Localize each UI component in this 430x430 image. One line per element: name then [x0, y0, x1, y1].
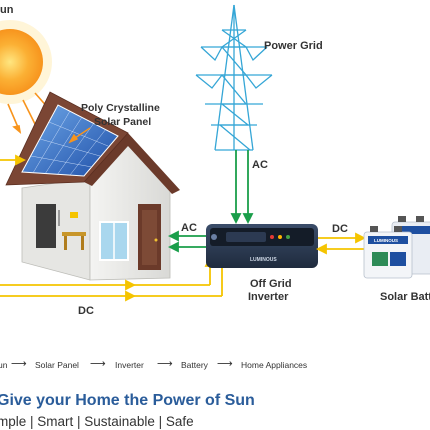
- energy-flow: un ⟶ Solar Panel ⟶ Inverter ⟶ Battery ⟶ …: [0, 357, 430, 375]
- inverter: LUMINOUS: [206, 224, 318, 268]
- dc-battery-wires: [315, 232, 367, 255]
- solar-panel-label-line2: Solar Panel: [94, 116, 151, 128]
- flow-step-panel: Solar Panel: [35, 360, 79, 370]
- house: [5, 91, 180, 281]
- sun-label: un: [0, 4, 14, 16]
- flow-step-sun: un: [0, 360, 8, 370]
- ac-house-wires: [167, 230, 206, 253]
- arrow-icon: ⟶: [157, 358, 173, 370]
- house-roof-gable: [84, 133, 180, 194]
- solar-panel-label-line1: Poly Crystalline: [81, 102, 160, 114]
- inverter-label-line1: Off Grid: [250, 278, 292, 290]
- arrow-icon: ⟶: [217, 358, 233, 370]
- battery-brand: LUMINOUS: [374, 238, 398, 243]
- solar-panel-grid: [30, 110, 109, 176]
- battery-bank: LUMINOUS: [363, 216, 430, 279]
- house-table: [62, 232, 86, 236]
- sun: [0, 20, 52, 104]
- arrow-icon: ⟶: [90, 358, 106, 370]
- tagline: Give your Home the Power of Sun: [0, 392, 255, 409]
- roof-solar-panel: [21, 104, 119, 177]
- ac-grid-wires: [230, 150, 254, 225]
- inverter-label-line2: Inverter: [248, 291, 289, 303]
- features-line: mple | Smart | Sustainable | Safe: [0, 414, 194, 429]
- dc-bottom-label: DC: [78, 305, 94, 317]
- power-grid-label: Power Grid: [264, 40, 323, 52]
- house-lamp: [70, 212, 78, 218]
- ac-house-label: AC: [181, 222, 197, 234]
- panel-pointers: [68, 127, 91, 144]
- inverter-brand: LUMINOUS: [250, 257, 277, 263]
- house-fridge: [36, 204, 56, 248]
- dc-battery-label: DC: [332, 223, 348, 235]
- power-grid-tower: [195, 4, 273, 151]
- flow-step-battery: Battery: [181, 360, 208, 370]
- arrow-icon: ⟶: [11, 358, 27, 370]
- battery-label: Solar Batt: [380, 291, 430, 303]
- flow-step-appliances: Home Appliances: [241, 360, 308, 370]
- sun-disc: [0, 29, 43, 95]
- flow-step-inverter: Inverter: [115, 360, 144, 370]
- ac-grid-label: AC: [252, 159, 268, 171]
